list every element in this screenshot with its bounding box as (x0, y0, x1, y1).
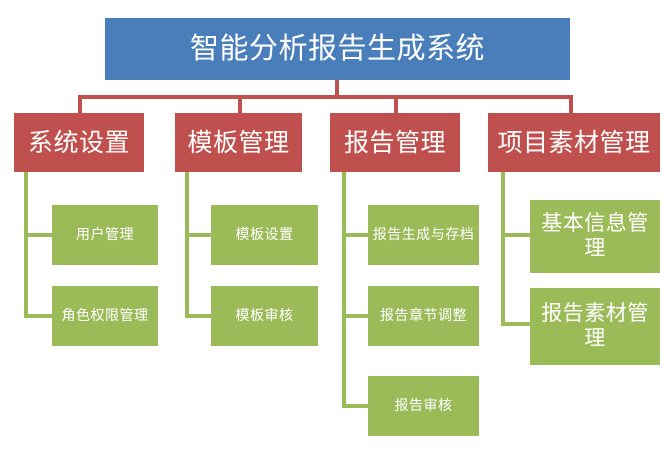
connector-arm-branch-1-child-2 (24, 314, 54, 318)
connector-arm-branch-4-child-2 (501, 322, 532, 326)
leaf-node-basic-information-management[interactable]: 基本信息管理 (530, 200, 660, 273)
leaf-node-template-settings[interactable]: 模板设置 (211, 205, 318, 265)
connector-arm-branch-2-child-1 (185, 233, 213, 237)
leaf-node-template-review[interactable]: 模板审核 (211, 286, 318, 346)
connector-arm-branch-2-child-2 (185, 314, 213, 318)
connector-drop-branch-2 (238, 95, 242, 114)
connector-stem-branch-1 (24, 172, 28, 318)
connector-arm-branch-1-child-1 (24, 233, 54, 237)
branch-node-system-settings[interactable]: 系统设置 (14, 113, 144, 172)
connector-root-stem (335, 80, 339, 96)
leaf-node-report-material-management[interactable]: 报告素材管理 (530, 288, 660, 365)
branch-node-report-management[interactable]: 报告管理 (330, 113, 460, 172)
connector-arm-branch-3-child-1 (342, 233, 370, 237)
branch-node-template-management[interactable]: 模板管理 (175, 113, 302, 172)
leaf-node-report-review[interactable]: 报告审核 (368, 376, 479, 436)
connector-arm-branch-4-child-1 (501, 233, 532, 237)
connector-stem-branch-3 (342, 172, 346, 408)
connector-drop-branch-4 (569, 95, 573, 114)
connector-arm-branch-3-child-3 (342, 404, 370, 408)
connector-stem-branch-2 (185, 172, 189, 318)
connector-drop-branch-1 (78, 95, 82, 114)
connector-drop-branch-3 (394, 95, 398, 114)
leaf-node-report-generation-and-archiving[interactable]: 报告生成与存档 (368, 205, 479, 265)
connector-arm-branch-3-child-2 (342, 314, 370, 318)
branch-node-project-material-management[interactable]: 项目素材管理 (488, 113, 660, 172)
connector-root-bus (78, 95, 573, 99)
leaf-node-role-permission-management[interactable]: 角色权限管理 (52, 286, 158, 346)
leaf-node-user-management[interactable]: 用户管理 (52, 205, 158, 265)
leaf-node-report-section-adjustment[interactable]: 报告章节调整 (368, 286, 479, 346)
root-node-intelligent-analysis-report-system[interactable]: 智能分析报告生成系统 (105, 18, 570, 80)
connector-stem-branch-4 (501, 172, 505, 326)
